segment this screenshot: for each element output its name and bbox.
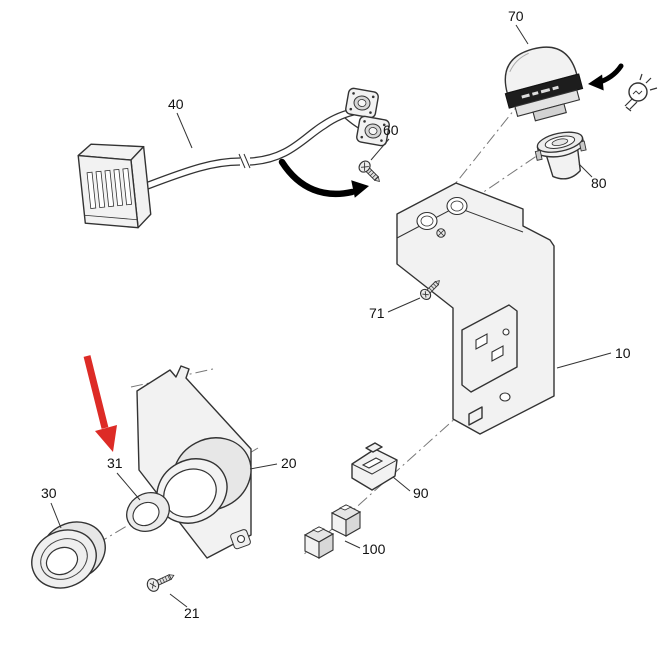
part-label-70: 70 [508,8,524,24]
part-label-30: 30 [41,485,57,501]
cap-dome [504,46,578,94]
clip-body [351,448,398,491]
bracket-body [396,182,555,435]
part-21-screw [146,574,175,592]
axis-cap-to-bracket [427,99,523,219]
curved-arrow-right-head [351,180,369,198]
light-bulb-icon [624,73,658,112]
part-label-80: 80 [591,175,607,191]
axis-plate-top [130,368,214,388]
part-label-40: 40 [168,96,184,112]
plate-foot-hole [236,534,246,544]
part-70-cap [504,46,584,122]
bracket-recess [461,304,518,393]
clip-box-2 [303,526,335,559]
part-label-100: 100 [362,541,386,557]
part-71-screw [420,280,440,300]
cable [147,107,363,190]
curved-arrow-right [278,158,369,198]
red-arrow-shaft [83,355,109,429]
curved-arrow-right-shaft [278,158,356,198]
clip-tab [365,442,383,453]
cable-end-grommet-2 [356,115,390,147]
part-60-screw [358,160,380,182]
part-31-ring [126,492,170,532]
part-label-71: 71 [369,305,385,321]
part-30-grommet [31,521,106,589]
cable-end-grommet-1 [345,87,379,119]
part-20-lens-plate [136,365,252,559]
part-40-connector [77,87,390,229]
red-arrow-head [95,425,117,452]
clip-box-1 [330,504,362,537]
curved-arrow-left [588,63,624,91]
part-label-20: 20 [281,455,297,471]
bracket-hole-1 [416,211,438,231]
part-label-21: 21 [184,605,200,621]
bracket-bottom-hole [499,392,511,402]
cap-base [532,103,567,122]
bracket-foot-tab [468,406,483,426]
part-label-10: 10 [615,345,631,361]
part-10-bracket [396,182,555,435]
bracket-hole-2 [446,196,468,216]
connector-slots [86,167,133,209]
part-label-90: 90 [413,485,429,501]
part-labels: 70 40 60 80 71 10 20 31 30 21 90 100 [41,8,631,621]
part-80-socket [534,131,587,180]
leader-lines [50,24,612,608]
clip-slot [361,457,384,469]
part-100-clips [303,504,362,559]
red-pointer-arrow [83,355,117,452]
curved-arrow-left-head [588,74,604,91]
part-label-31: 31 [107,455,123,471]
part-90-clip [351,442,398,491]
part-label-60: 60 [383,122,399,138]
